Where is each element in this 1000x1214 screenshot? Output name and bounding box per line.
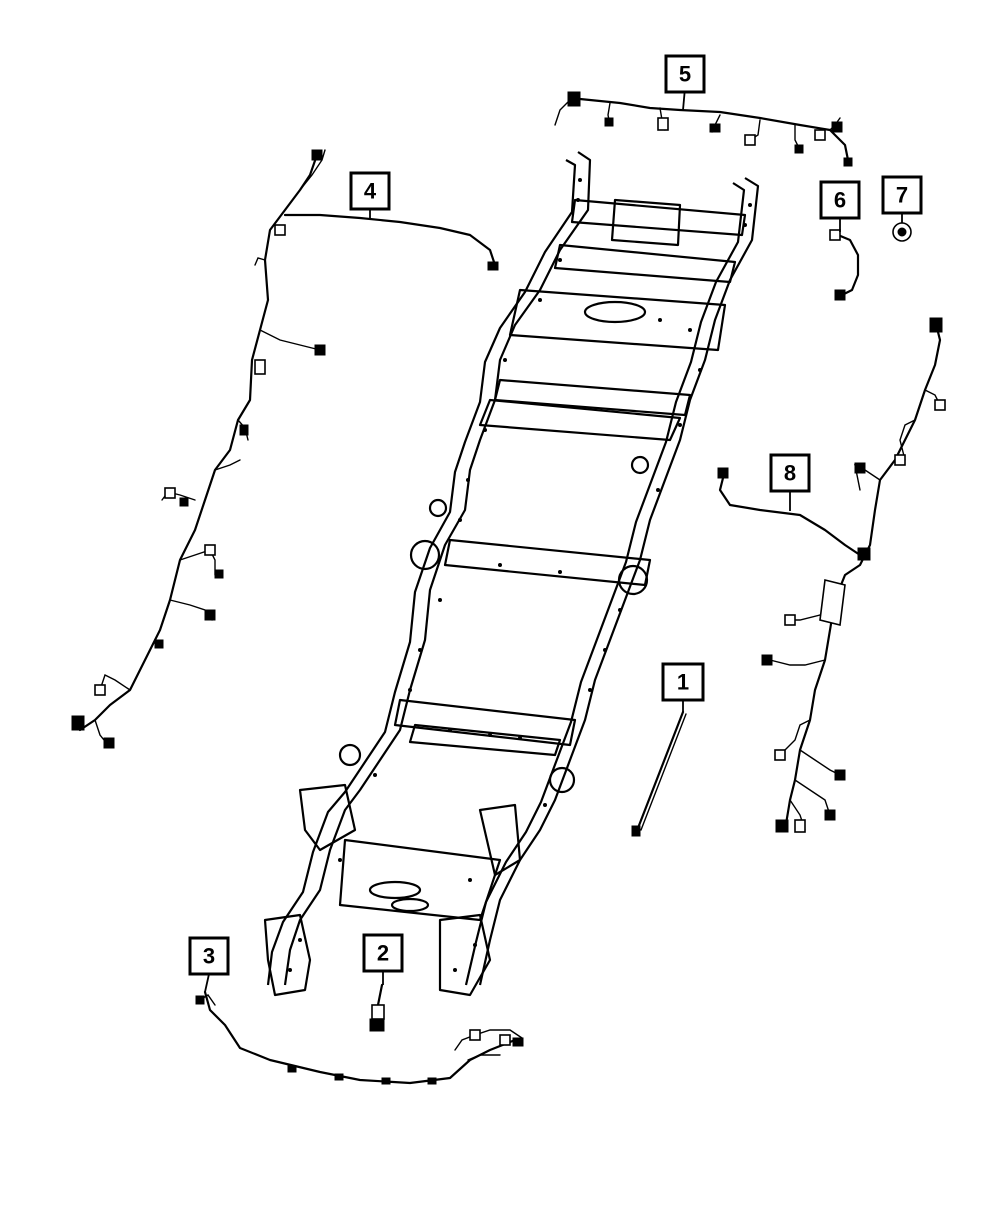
callout-3[interactable]: 3 <box>188 936 230 976</box>
part-6-jumper-harness <box>829 229 860 301</box>
callout-box-6 <box>819 180 861 220</box>
callout-8[interactable]: 8 <box>769 453 811 493</box>
part-1-sensor <box>631 710 687 837</box>
part-7-grommet <box>892 222 912 242</box>
callout-box-8 <box>769 453 811 493</box>
callout-4[interactable]: 4 <box>349 171 391 211</box>
callout-label-5: 5 <box>679 62 691 87</box>
callout-label-6: 6 <box>834 188 846 213</box>
callout-label-1: 1 <box>677 670 689 695</box>
callout-1[interactable]: 1 <box>661 662 705 702</box>
callout-label-2: 2 <box>377 941 389 966</box>
part-8-right-harness <box>717 317 946 833</box>
callout-5[interactable]: 5 <box>664 54 706 94</box>
callout-box-4 <box>349 171 391 211</box>
callout-box-2 <box>362 933 404 973</box>
callout-7[interactable]: 7 <box>881 175 923 215</box>
vehicle-frame <box>263 151 760 997</box>
part-2-sensor <box>369 983 385 1032</box>
callout-6[interactable]: 6 <box>819 180 861 220</box>
callout-label-8: 8 <box>784 461 796 486</box>
callout-box-5 <box>664 54 706 94</box>
callout-label-4: 4 <box>364 179 377 204</box>
callout-box-7 <box>881 175 923 215</box>
leader-3 <box>204 973 210 993</box>
callout-box-3 <box>188 936 230 976</box>
part-5-top-harness <box>554 91 853 167</box>
part-4-left-harness <box>71 149 499 749</box>
callout-leaders <box>204 87 903 993</box>
callout-label-7: 7 <box>896 183 908 208</box>
part-3-front-harness <box>195 990 524 1085</box>
callout-2[interactable]: 2 <box>362 933 404 973</box>
callout-box-1 <box>661 662 705 702</box>
callout-label-3: 3 <box>203 944 215 969</box>
